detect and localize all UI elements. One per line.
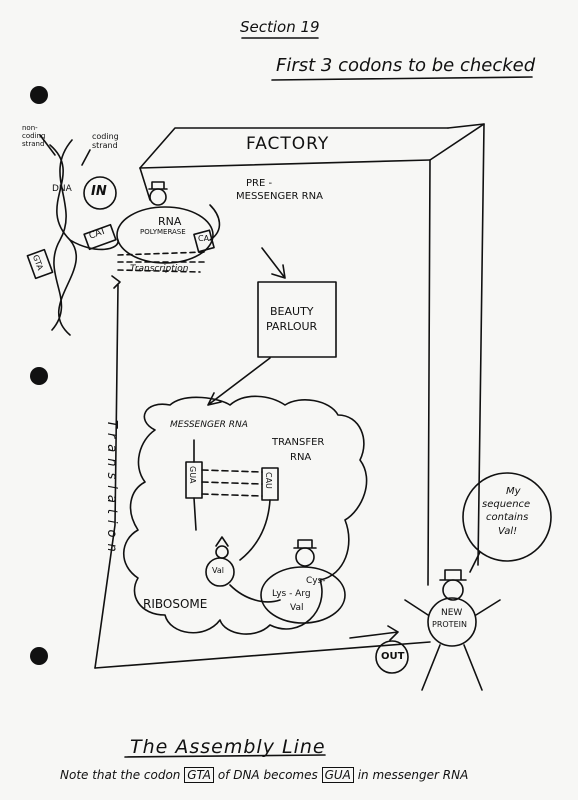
pre-mrna-label-1: PRE - [246,178,273,189]
val-person-head [215,545,229,559]
beauty-parlour-label-2: PARLOUR [266,320,318,333]
beauty-parlour-label-1: BEAUTY [270,305,314,318]
in-circle [83,176,117,210]
protein-head [442,579,464,601]
chain-person-hat [293,539,317,549]
footer-note: Note that the codon GTA of DNA becomes G… [60,767,469,783]
chain-label-1: Cys- [306,576,326,586]
coding-pointer [81,149,91,166]
binder-hole [30,367,48,385]
footer-title-underline [124,754,326,758]
footer-note-prefix: Note that the codon [60,768,181,782]
ca-box-outline [193,229,215,253]
factory-roof-right [429,123,485,161]
transfer-rna-label-1: TRANSFER [272,437,325,448]
transcription-label: Transcription [130,264,189,274]
trna-stem [239,499,271,561]
factory-left-top [139,167,151,201]
factory-top-edge [139,159,431,169]
coding-strand-label: coding strand [92,132,119,150]
footer-note-suffix: in messenger RNA [357,768,469,782]
checking-note: First 3 codons to be checked [276,55,536,76]
polymerase-label-1: RNA [158,215,182,228]
val-person-hat [215,536,229,547]
speech-line-1: My [506,486,521,497]
new-protein-label-2: PROTEIN [432,620,467,629]
protein-hat [439,569,467,581]
transcription-lines [117,251,206,273]
speech-line-3: contains [486,512,529,523]
protein-legs [421,644,483,691]
polymerase-head [149,188,167,206]
section-number: Section 19 [240,18,320,36]
val-small-label: Val [212,566,224,575]
dna-strand [49,144,77,336]
out-circle [375,640,409,674]
arrow-to-ribosome [207,357,271,406]
arrow-to-beauty-parlour [261,247,286,279]
chain-label-2: Lys - Arg [272,589,311,599]
speech-line-4: Val! [498,526,518,537]
noncoding-pointer [39,134,56,156]
factory-title: FACTORY [246,134,330,154]
mrna-strand [193,439,197,531]
anticodon-label: CAU [264,472,273,489]
ca-box-label: CA [198,234,210,243]
speech-bubble [462,472,552,562]
footer-note-middle-1: of DNA [217,768,260,782]
factory-right-depth [477,123,485,566]
footer-codon-dna: GTA [184,767,214,783]
out-label: OUT [381,651,405,662]
binder-hole [30,647,48,665]
protein-arms [404,599,501,616]
binder-hole [30,86,48,104]
polymerase-hat [148,181,168,190]
pre-mrna-label-2: MESSENGER RNA [236,191,323,202]
beauty-parlour-box [257,281,337,358]
factory-bottom [94,641,431,669]
pairing-lines [201,469,263,497]
factory-right-wall [427,159,431,586]
note-underline [271,76,533,81]
chain-person-body [260,566,346,624]
polymerase-strand-in [69,239,119,251]
ribosome-cloud [123,395,368,635]
chain-person-head [295,547,315,567]
polymerase-strand-out [209,204,221,241]
translation-label: Translation [104,420,119,558]
ribosome-label: RIBOSOME [143,597,208,611]
in-label: IN [91,184,107,199]
val-arrow [229,584,281,603]
noncoding-strand-label: non-coding strand [22,124,46,148]
dna-strand [51,139,73,331]
speech-tail [469,551,481,573]
dna-label: DNA [52,184,72,194]
factory-roof-left [139,127,449,169]
assembly-line-title: The Assembly Line [130,736,326,758]
gta-box-outline [26,248,54,280]
factory-left-wall [94,284,119,669]
footer-note-middle-2: becomes [263,768,318,782]
cat-box-outline [83,223,117,251]
transcription-arrow [111,275,121,289]
polymerase-body [116,206,214,264]
val-person-body [205,557,235,587]
messenger-rna-label: MESSENGER RNA [170,420,248,430]
gua-codon-label: GUA [188,466,197,484]
chain-label-3: Val [290,603,304,613]
transfer-rna-label-2: RNA [290,452,312,463]
protein-body [427,597,477,647]
speech-line-2: sequence [482,499,531,510]
new-protein-label-1: NEW [441,608,463,618]
footer-codon-rna: GUA [321,767,354,783]
polymerase-label-2: POLYMERASE [140,228,186,236]
out-arrow [349,625,399,641]
